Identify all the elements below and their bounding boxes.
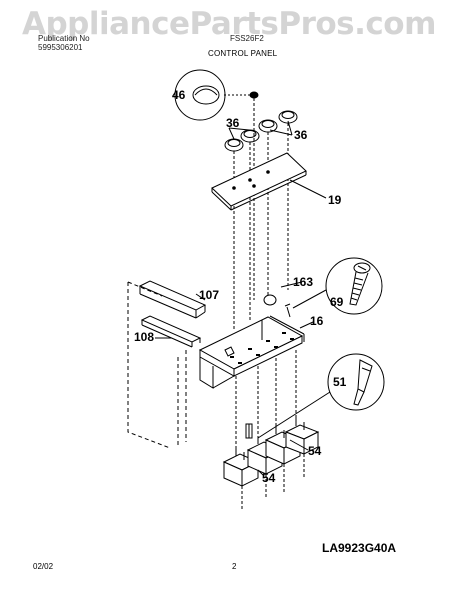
callout-19: 19 — [328, 193, 342, 207]
publication-label: Publication No — [38, 34, 90, 43]
part-107-strip — [138, 280, 207, 319]
callout-163: 163 — [293, 275, 313, 289]
callout-108: 108 — [134, 330, 154, 344]
callout-16: 16 — [310, 314, 324, 328]
callout-107: 107 — [199, 288, 219, 302]
diagram-code: LA9923G40A — [322, 541, 397, 555]
callout-69: 69 — [330, 295, 344, 309]
publication-number: 5995306201 — [38, 43, 83, 52]
part-54-switches — [222, 418, 320, 487]
callout-36-left: 36 — [226, 116, 240, 130]
lower-alignment-lines — [235, 350, 305, 510]
part-51-sensor — [257, 353, 385, 439]
frame-outline — [127, 281, 187, 449]
part-16-housing — [198, 315, 314, 389]
callout-36-right: 36 — [294, 128, 308, 142]
part-163 — [263, 281, 303, 318]
callout-46: 46 — [172, 88, 186, 102]
footer-date: 02/02 — [33, 562, 54, 571]
page-number: 2 — [232, 562, 237, 571]
part-69-screw — [292, 257, 383, 315]
part-108-strip — [140, 315, 202, 348]
callout-54-upper: 54 — [308, 444, 322, 458]
part-19-overlay — [211, 152, 327, 211]
watermark: AppliancePartsPros.com — [22, 6, 436, 42]
section-title: CONTROL PANEL — [208, 49, 278, 58]
callout-54-lower: 54 — [262, 471, 276, 485]
model-number: FSS26F2 — [230, 34, 264, 43]
part-46-button — [174, 69, 259, 121]
callout-51: 51 — [333, 375, 347, 389]
